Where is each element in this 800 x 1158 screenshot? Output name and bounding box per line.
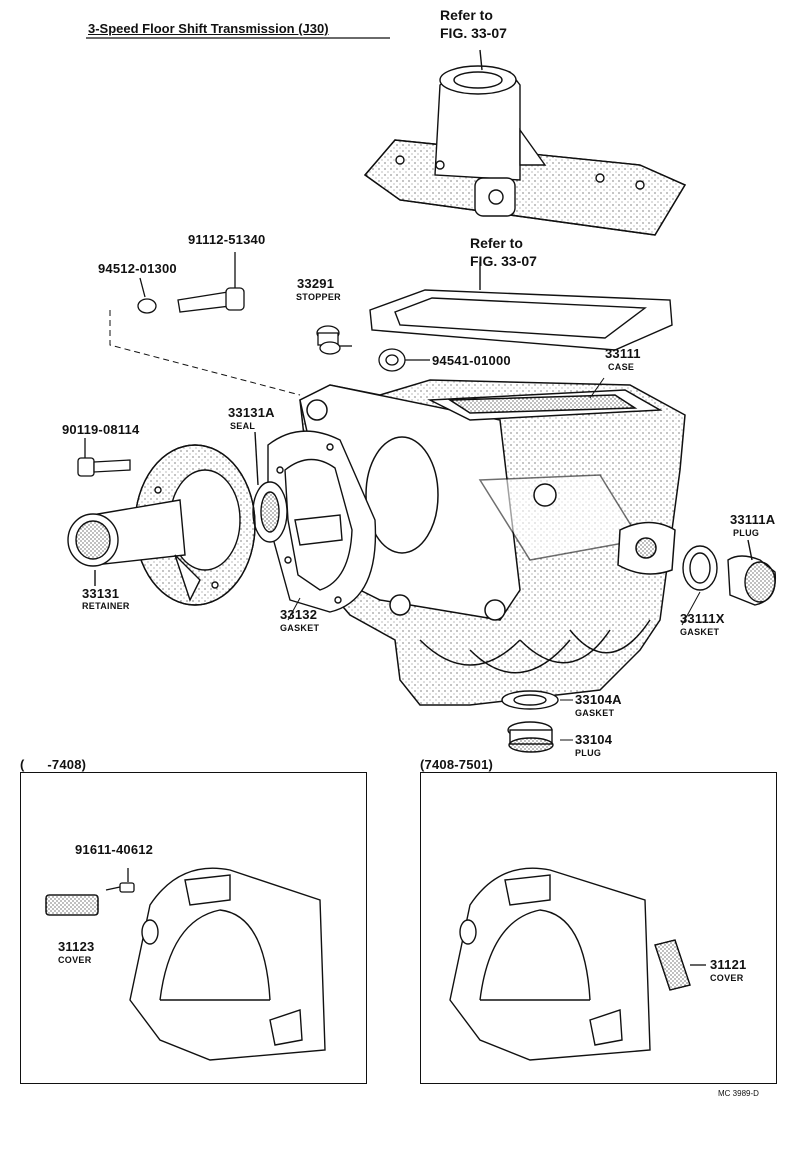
part-name-plug-33104: PLUG	[575, 748, 602, 758]
part-number-90119: 90119-08114	[62, 422, 140, 437]
panel-left-label: ( -7408)	[20, 757, 87, 772]
cover-31121-part	[654, 939, 706, 991]
left-bellhousing-part	[129, 867, 326, 1061]
diagram-title: 3-Speed Floor Shift Transmission (J30)	[88, 21, 329, 36]
part-name-gasket-33132: GASKET	[280, 623, 320, 633]
stopper-part	[316, 325, 352, 355]
part-name-retainer: RETAINER	[82, 601, 130, 611]
refer-label-top-line1: Refer to	[440, 7, 493, 23]
dashed-leader	[109, 310, 301, 396]
drain-side-part	[682, 539, 777, 606]
part-number-91611: 91611-40612	[75, 842, 154, 857]
part-name-cover-31121: COVER	[710, 973, 744, 983]
bolt-part	[137, 252, 245, 314]
seal-part	[252, 431, 288, 543]
cover-31123-part	[45, 868, 135, 916]
footer-code: MC 3989-D	[718, 1089, 759, 1098]
part-number-91112: 91112-51340	[188, 232, 266, 247]
part-number-33291: 33291	[297, 276, 335, 291]
refer-label-mid-line1: Refer to	[470, 235, 523, 251]
part-number-33132: 33132	[280, 607, 318, 622]
part-name-gasket-33104A: GASKET	[575, 708, 615, 718]
part-number-31121: 31121	[710, 957, 747, 972]
part-name-case: CASE	[608, 362, 635, 372]
part-number-33104: 33104	[575, 732, 613, 747]
transmission-case-part	[299, 379, 686, 706]
part-number-94512: 94512-01300	[98, 261, 177, 276]
part-number-33131: 33131	[82, 586, 120, 601]
retainer-bolt-part	[77, 438, 131, 477]
part-name-plug-33111A: PLUG	[733, 528, 760, 538]
part-number-33111A: 33111A	[730, 512, 776, 527]
washer-part	[378, 348, 430, 372]
part-name-stopper: STOPPER	[296, 292, 341, 302]
part-number-33104A: 33104A	[575, 692, 622, 707]
right-bellhousing-part	[449, 867, 651, 1061]
panel-left-box	[20, 772, 367, 1084]
part-number-33131A: 33131A	[228, 405, 275, 420]
shift-cover-part	[363, 49, 687, 236]
part-number-33111: 33111	[605, 346, 641, 361]
refer-label-top-line2: FIG. 33-07	[440, 25, 507, 41]
panel-right-label: (7408-7501)	[420, 757, 494, 772]
part-name-cover-31123: COVER	[58, 955, 92, 965]
part-number-31123: 31123	[58, 939, 95, 954]
panel-right-box	[420, 772, 777, 1084]
top-gasket-part	[369, 262, 673, 351]
part-name-gasket-33111X: GASKET	[680, 627, 720, 637]
bottom-plug-part	[501, 690, 559, 753]
part-name-seal: SEAL	[230, 421, 256, 431]
part-number-94541: 94541-01000	[432, 353, 511, 368]
part-number-33111X: 33111X	[680, 611, 725, 626]
retainer-part	[67, 444, 256, 606]
gasket-33132-part	[267, 430, 377, 613]
leader-lines	[287, 377, 701, 741]
refer-label-mid-line2: FIG. 33-07	[470, 253, 537, 269]
